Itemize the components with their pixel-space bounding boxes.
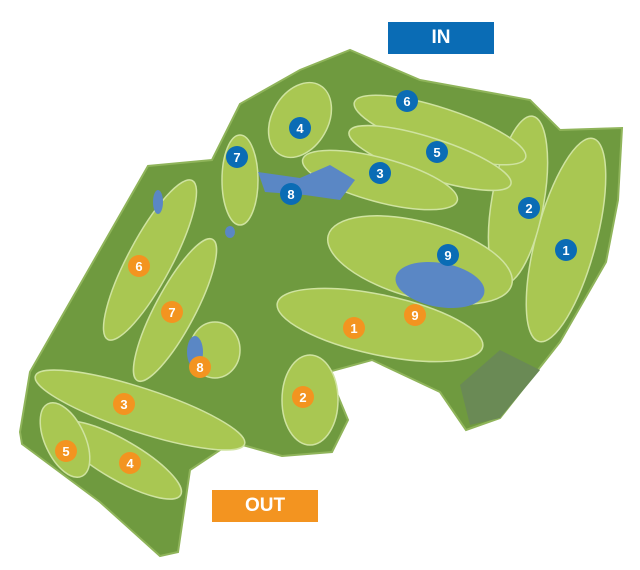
out-course-label: OUT xyxy=(212,490,318,522)
out-hole-7-marker[interactable]: 7 xyxy=(161,301,183,323)
in-hole-3-marker[interactable]: 3 xyxy=(369,162,391,184)
out-hole-3-marker[interactable]: 3 xyxy=(113,393,135,415)
in-hole-8-marker[interactable]: 8 xyxy=(280,183,302,205)
out-hole-2-marker[interactable]: 2 xyxy=(292,386,314,408)
in-hole-6-marker[interactable]: 6 xyxy=(396,90,418,112)
in-hole-9-marker[interactable]: 9 xyxy=(437,244,459,266)
in-hole-4-marker[interactable]: 4 xyxy=(289,117,311,139)
clubhouse-area xyxy=(460,350,540,425)
out-hole-6-marker[interactable]: 6 xyxy=(128,255,150,277)
in-hole-7-marker[interactable]: 7 xyxy=(226,146,248,168)
in-course-label: IN xyxy=(388,22,494,54)
in-hole-5-marker[interactable]: 5 xyxy=(426,141,448,163)
in-hole-1-marker[interactable]: 1 xyxy=(555,239,577,261)
out-hole-5-marker[interactable]: 5 xyxy=(55,440,77,462)
out-hole-1-marker[interactable]: 1 xyxy=(343,317,365,339)
out-hole-4-marker[interactable]: 4 xyxy=(119,452,141,474)
out-hole-8-marker[interactable]: 8 xyxy=(189,356,211,378)
out-hole-9-marker[interactable]: 9 xyxy=(404,304,426,326)
in-hole-2-marker[interactable]: 2 xyxy=(518,197,540,219)
